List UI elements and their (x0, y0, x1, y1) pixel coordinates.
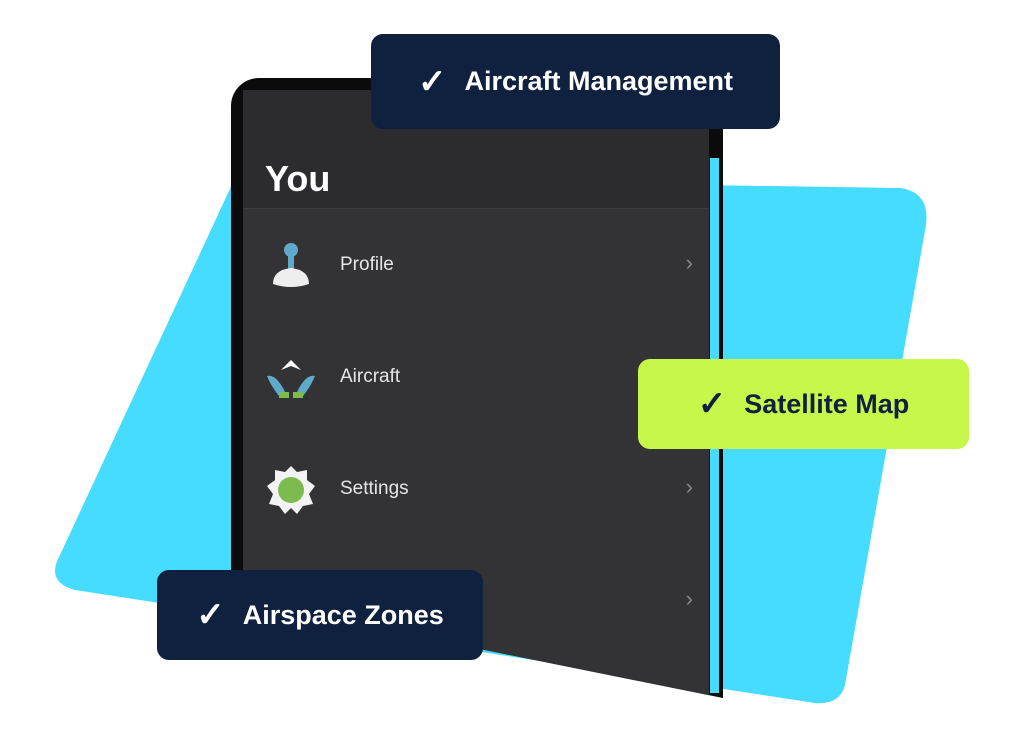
badge-airspace-zones: ✓ Airspace Zones (157, 570, 483, 660)
menu-item-profile[interactable]: Profile › (243, 210, 709, 322)
chevron-right-icon: › (685, 250, 693, 275)
chevron-right-icon: › (685, 586, 693, 611)
menu-item-settings[interactable]: Settings › (243, 434, 709, 546)
chevron-right-icon: › (685, 474, 693, 499)
badge-label: Aircraft Management (464, 66, 734, 96)
badge-label: Satellite Map (744, 388, 910, 419)
profile-icon (273, 243, 309, 287)
menu-item-label: Aircraft (340, 366, 401, 387)
menu-item-aircraft[interactable]: Aircraft (243, 322, 709, 434)
badge-label: Airspace Zones (242, 599, 444, 630)
check-icon: ✓ (697, 385, 727, 423)
check-icon: ✓ (417, 62, 447, 101)
aircraft-icon (267, 360, 315, 398)
check-icon: ✓ (196, 596, 225, 634)
page-title: You (265, 158, 331, 199)
badge-aircraft-management: ✓ Aircraft Management (371, 34, 780, 129)
menu-item-label: Profile (340, 254, 394, 275)
settings-icon (267, 466, 315, 514)
menu-item-label: Settings (340, 478, 409, 499)
badge-satellite-map: ✓ Satellite Map (638, 359, 969, 449)
menu-item-4[interactable]: › (243, 546, 709, 658)
